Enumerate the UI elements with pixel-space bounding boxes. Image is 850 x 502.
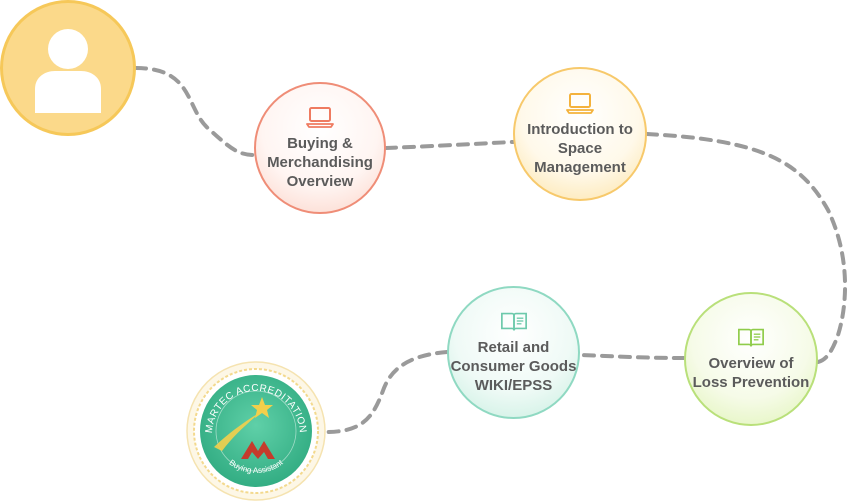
badge-seal: MARTEC ACCREDITATION Buying Assistant <box>186 361 326 501</box>
connector-start-buying <box>134 66 256 157</box>
book-icon <box>500 312 527 331</box>
accreditation-badge[interactable]: MARTEC ACCREDITATION Buying Assistant <box>186 361 326 501</box>
node-label: Buying & Merchandising Overview <box>267 134 373 190</box>
course-node-space-management[interactable]: Introduction to Space Management <box>513 67 647 201</box>
user-icon <box>35 29 101 113</box>
connector-buying-space <box>384 140 515 150</box>
martec-logo-icon <box>241 441 275 459</box>
node-label: Retail and Consumer Goods WIKI/EPSS <box>450 339 577 394</box>
start-node[interactable] <box>0 0 136 136</box>
laptop-icon <box>306 106 334 128</box>
node-label: Introduction to Space Management <box>527 120 633 176</box>
connector-space-loss <box>645 132 847 364</box>
course-node-buying-merchandising[interactable]: Buying & Merchandising Overview <box>254 82 386 214</box>
course-node-retail-wiki[interactable]: Retail and Consumer Goods WIKI/EPSS <box>447 286 580 419</box>
laptop-icon <box>566 92 594 114</box>
course-node-loss-prevention[interactable]: Overview of Loss Prevention <box>684 292 818 426</box>
connector-loss-wiki <box>578 353 686 360</box>
node-label: Overview of Loss Prevention <box>692 355 810 391</box>
star-logo-icon <box>251 397 273 418</box>
badge-swoosh <box>214 411 262 451</box>
book-icon <box>738 328 764 347</box>
connector-wiki-badge <box>324 350 449 434</box>
